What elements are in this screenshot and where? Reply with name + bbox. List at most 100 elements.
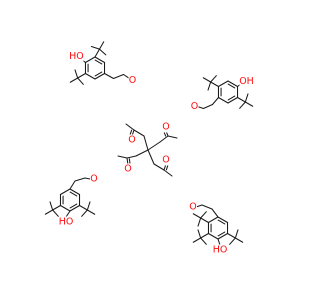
methyl-bond-64 [229,237,236,245]
hydroxyl-label-c-bg [59,216,73,228]
methyl-bond-72 [197,229,202,239]
carbonyl-oxygen-3: O [124,164,131,175]
tbutyl-bond-70 [200,232,209,239]
carbonyl-oxygen-1: O [128,135,135,146]
bond-77 [143,135,149,151]
hydroxyl-label-d-bg [213,244,227,256]
carbonyl-oxygen-3-bg [124,163,132,175]
carbonyl-oxygen-2: O [162,122,169,133]
ring-bond-38 [59,204,71,212]
ester-oxygen-a-bg [128,75,137,86]
hydroxyl-label-a-bg [69,51,84,62]
bond-85 [135,149,149,157]
tbutyl-bond-12 [77,72,86,79]
methyl-bond-67 [192,213,202,219]
methyl-bond-15 [77,77,84,85]
bond-82 [159,135,169,143]
hydroxyl-label-a: HO [69,51,84,62]
methyl-bond-32 [239,101,246,109]
tbutyl-bond-8 [94,48,101,58]
hydroxyl-label-b: OH [239,76,254,87]
methyl-bond-63 [234,237,244,243]
carbonyl-oxygen-2-bg [162,121,170,133]
bond-75 [201,204,213,210]
tbutyl-bond-44 [52,204,61,211]
methyl-bond-49 [86,209,96,215]
ester-oxygen-c-bg [90,173,98,185]
methyl-bond-71 [192,237,202,243]
ester-oxygen-d: O [189,202,196,213]
methyl-bond-73 [200,237,207,245]
bond-78 [133,129,145,137]
bond-81 [147,141,161,151]
methyl-bond-27 [202,77,212,83]
ring-bond-56 [207,232,219,240]
bond-88 [117,155,128,159]
methyl-bond-33 [244,93,249,103]
ring-bond-58 [207,216,219,224]
double-bond-23 [227,80,239,88]
double-bond-inner-41 [69,191,78,197]
ring-bond-22 [217,80,229,88]
double-bond-41 [69,188,81,196]
methyl-bond-13 [69,77,79,83]
hydroxyl-label-b-bg [239,76,254,87]
methyl-bond-9 [98,41,105,50]
double-bond-19 [227,96,239,104]
bond-16 [104,72,115,80]
double-bond-inner-19 [227,95,236,101]
bond-52 [69,180,76,190]
methyl-bond-47 [52,209,59,217]
methyl-bond-45 [44,209,54,215]
methyl-bond-31 [244,101,254,107]
methyl-bond-69 [197,217,202,227]
methyl-bond-14 [74,69,79,79]
carbonyl-oxygen-4-bg [162,154,170,166]
tbutyl-bond-48 [79,204,88,211]
bond-89 [147,149,155,165]
double-bond-5 [94,56,106,64]
methyl-bond-68 [200,211,207,219]
methyl-bond-10 [98,48,107,56]
double-bond-1 [94,72,106,80]
ester-oxygen-a: O [129,75,136,86]
ester-oxygen-b-bg [190,101,199,112]
bond-43 [65,210,71,218]
methyl-bond-29 [207,81,212,91]
methyl-bond-11 [90,46,101,50]
double-bond-inner-55 [217,231,226,237]
double-bond-inner-59 [217,219,226,225]
double-bond-inner-87 [128,158,131,165]
ester-oxygen-d-bg [189,201,197,213]
bond-34 [211,96,219,106]
ring-bond-2 [84,72,96,80]
bond-74 [211,208,219,218]
bond-92 [163,169,173,177]
methyl-bond-46 [49,201,54,211]
tbutyl-bond-66 [200,217,209,224]
ring-bond-40 [59,188,71,196]
double-bond-inner-1 [94,71,103,77]
methyl-bond-51 [86,201,91,211]
tbutyl-bond-26 [210,81,219,88]
bond-80 [125,123,135,131]
bond-61 [217,238,221,246]
double-bond-inner-83 [163,132,167,137]
bond-layer [44,41,254,246]
double-bond-59 [217,216,229,224]
bond-53 [74,177,86,182]
double-bond-55 [217,232,229,240]
tbutyl-bond-62 [227,232,236,239]
bond-84 [167,135,178,139]
ring-bond-4 [84,56,96,64]
bond-17 [113,73,125,80]
tbutyl-bond-30 [237,96,246,103]
methyl-bond-50 [81,209,88,217]
ester-oxygen-b: O [191,101,198,112]
bond-86 [126,155,137,159]
bond-54 [84,177,91,180]
double-bond-inner-5 [94,59,103,65]
ester-oxygen-c: O [90,174,97,185]
